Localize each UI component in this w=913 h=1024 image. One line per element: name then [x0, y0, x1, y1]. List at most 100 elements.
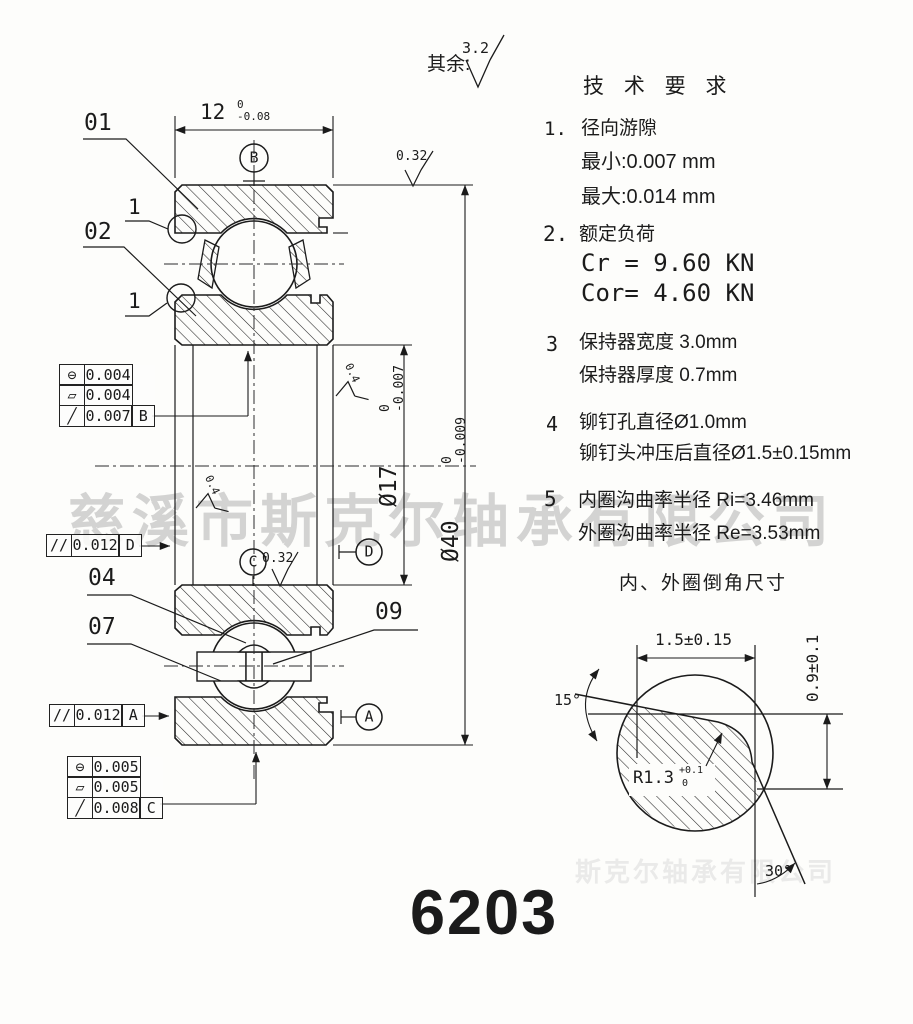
width-dim-upper: 0	[237, 98, 244, 111]
chamfer-width-value: 1.5±0.15	[655, 630, 733, 649]
profile-icon: ▱	[67, 776, 93, 799]
datum-circles	[239, 143, 383, 731]
od-dim-upper: 0	[440, 456, 455, 464]
od-dim-lower: -0.009	[454, 417, 469, 464]
parallelism-icon: //	[46, 533, 72, 557]
finish-face-right-value: 0.4	[342, 361, 362, 385]
finish-symbol-od	[404, 150, 434, 188]
od-dim-value: Ø40	[438, 520, 464, 562]
part-label-04: 04	[88, 565, 116, 591]
od-dimension-text: Ø40 0 -0.009	[438, 417, 469, 562]
fcf-bore-val-2: 0.004	[83, 384, 133, 407]
fcf-bottom-face-datum: A	[121, 703, 146, 727]
fcf-bore-row-1: ⊖ 0.004	[59, 363, 155, 386]
finish-face-left-value: 0.4	[202, 473, 222, 497]
width-dim-value: 12	[200, 100, 226, 124]
chamfer-detail-drawing: 0.9±0.1	[574, 635, 843, 897]
part-number: 6203	[410, 878, 559, 948]
part-label-09: 09	[375, 599, 403, 625]
fcf-left-face: // 0.012 D	[46, 533, 143, 557]
tech-item-2-num: 2.	[543, 222, 569, 246]
chamfer-detail-title: 内、外圈倒角尺寸	[619, 573, 788, 594]
width-dim-lower: -0.08	[237, 110, 271, 123]
surface-note-value: 3.2	[462, 39, 490, 57]
circularity-icon: ⊖	[59, 363, 85, 386]
fcf-od-row-1: ⊖ 0.005	[67, 755, 163, 778]
fcf-bore-row-3: ╱ 0.007 B	[59, 404, 156, 427]
tech-item-1-line-1: 最小:0.007 mm	[581, 151, 716, 173]
tech-item-2-line-1: Cr = 9.60 KN	[581, 249, 755, 277]
part-label-02: 02	[84, 219, 112, 245]
runout-icon: ╱	[59, 404, 85, 427]
finish-od-value: 0.32	[396, 149, 428, 164]
chamfer-angle-top: 15°	[554, 691, 582, 709]
chamfer-angle-bottom: 30°	[765, 862, 793, 880]
tech-item-1-num: 1.	[544, 118, 567, 140]
datum-leaders	[243, 172, 356, 724]
fcf-od: ⊖ 0.005 ▱ 0.005 ╱ 0.008 C	[67, 755, 164, 819]
fcf-bottom-face: // 0.012 A	[49, 703, 146, 727]
profile-icon: ▱	[59, 384, 85, 407]
finish-bore-value: 0.32	[262, 551, 294, 566]
tech-item-4-num: 4	[546, 412, 559, 436]
fcf-od-val-3: 0.008	[91, 796, 141, 819]
bore-edge-lines	[174, 345, 334, 585]
part-label-07: 07	[88, 614, 116, 640]
fcf-left-face-val: 0.012	[70, 533, 120, 557]
fcf-bore: ⊖ 0.004 ▱ 0.004 ╱ 0.007 B	[59, 363, 156, 427]
datum-c-label: C	[248, 552, 258, 571]
fcf-bore-datum: B	[131, 404, 156, 427]
fcf-bore-val-1: 0.004	[83, 363, 133, 386]
chamfer-radius-lower: 0	[682, 778, 689, 789]
finish-symbol-bore	[271, 551, 299, 588]
datum-a-label: A	[364, 707, 374, 726]
fcf-left-face-datum: D	[118, 533, 143, 557]
chamfer-radius-upper: +0.1	[679, 765, 704, 776]
chamfer-label-1a: 1	[128, 195, 141, 219]
fcf-bore-row-2: ▱ 0.004	[59, 384, 155, 407]
tech-item-3-num: 3	[546, 332, 559, 356]
tech-requirements-title: 技 术 要 求	[583, 75, 734, 98]
chamfer-callout-circle-2	[166, 283, 196, 313]
fcf-leaders	[139, 350, 260, 805]
bore-dim-upper: 0	[378, 404, 393, 412]
surface-note-prefix: 其余:	[427, 54, 471, 75]
part-label-01: 01	[84, 110, 112, 136]
fcf-od-datum: C	[139, 796, 164, 819]
bore-dim-lower: -0.007	[392, 365, 407, 412]
finish-symbol-general	[465, 34, 505, 89]
fcf-od-val-2: 0.005	[91, 776, 141, 799]
tech-item-5-num: 5	[544, 487, 557, 511]
tech-item-4-line-1: 铆钉头冲压后直径Ø1.5±0.15mm	[579, 443, 852, 464]
fcf-bottom-face-val: 0.012	[73, 703, 123, 727]
tech-item-1-line-2: 最大:0.014 mm	[581, 186, 716, 208]
fcf-od-row-2: ▱ 0.005	[67, 776, 163, 799]
fcf-od-val-1: 0.005	[91, 755, 141, 778]
chamfer-radius-value: R1.3	[633, 768, 674, 788]
tech-item-3-line-1: 保持器厚度 0.7mm	[579, 365, 738, 386]
tech-item-2-line-0: 额定负荷	[579, 224, 656, 245]
fcf-od-row-3: ╱ 0.008 C	[67, 796, 164, 819]
tech-item-3-line-0: 保持器宽度 3.0mm	[579, 332, 738, 353]
runout-icon: ╱	[67, 796, 93, 819]
fcf-bore-val-3: 0.007	[83, 404, 133, 427]
centerlines	[95, 140, 476, 780]
tech-item-1-line-0: 径向游隙	[581, 118, 658, 139]
datum-b-label: B	[249, 148, 259, 167]
circularity-icon: ⊖	[67, 755, 93, 778]
bore-dim-value: Ø17	[376, 465, 402, 507]
tech-item-4-line-0: 铆钉孔直径Ø1.0mm	[579, 412, 747, 433]
datum-d-label: D	[364, 542, 374, 561]
watermark-text: 慈溪市斯克尔轴承有限公司	[68, 488, 836, 555]
radius-callout-box	[629, 764, 715, 796]
chamfer-height-value: 0.9±0.1	[803, 635, 822, 702]
bore-dimension-text: Ø17 0 -0.007	[376, 365, 407, 507]
chamfer-height-text: 0.9±0.1	[803, 635, 822, 702]
chamfer-label-1b: 1	[128, 289, 141, 313]
part-label-leaders	[83, 138, 418, 682]
tech-item-5-line-1: 外圈沟曲率半径 Re=3.53mm	[578, 523, 821, 544]
tech-item-2-line-2: Cor= 4.60 KN	[581, 279, 755, 307]
tech-item-5-line-0: 内圈沟曲率半径 Ri=3.46mm	[578, 490, 814, 511]
